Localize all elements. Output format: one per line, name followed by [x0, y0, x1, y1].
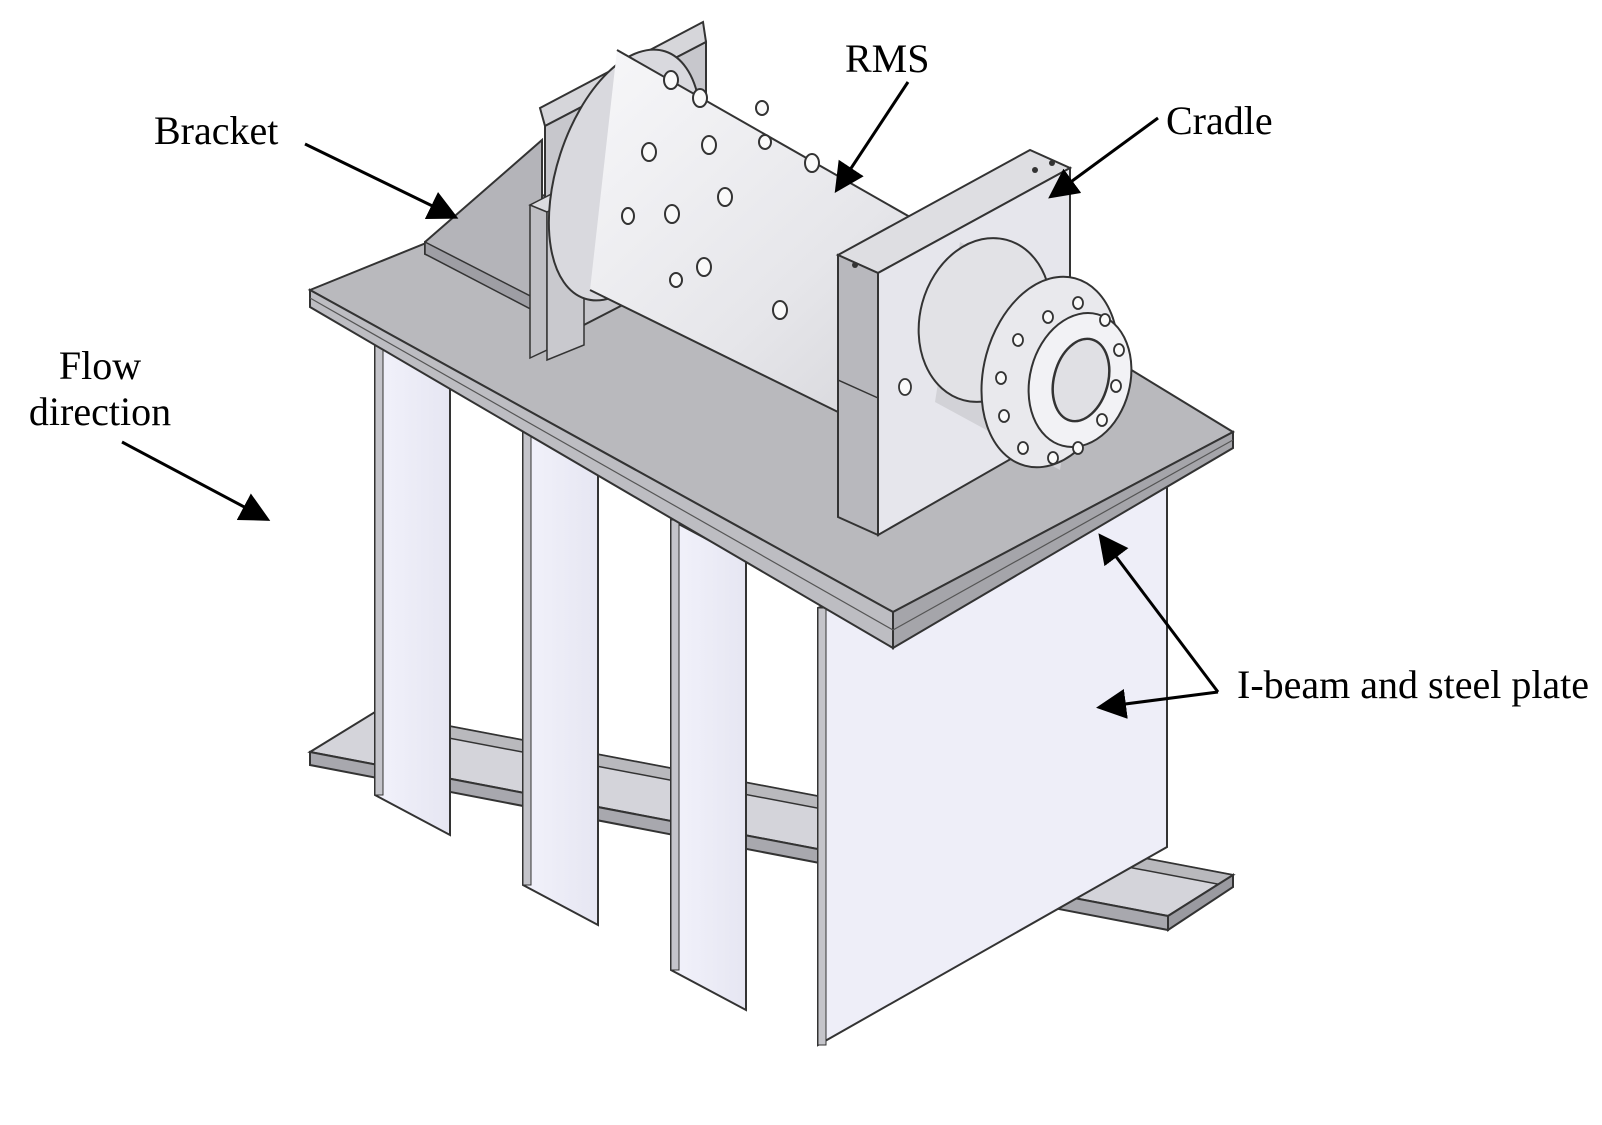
ibeam-arrow-upper	[1098, 533, 1220, 693]
rms-arrow	[834, 81, 910, 194]
annotation-arrows	[121, 81, 1220, 719]
ibeam-arrow-lower	[1096, 689, 1219, 719]
label-bracket: Bracket	[154, 108, 279, 153]
cradle-arrow	[1048, 116, 1159, 199]
label-cradle: Cradle	[1166, 98, 1273, 143]
label-ibeam-steel-plate: I-beam and steel plate	[1237, 662, 1590, 707]
rms-end-flange	[898, 237, 1133, 470]
label-flow-line1: Flow	[58, 343, 142, 388]
bracket-arrow	[304, 142, 459, 219]
label-rms: RMS	[845, 36, 930, 81]
rms-holes	[621, 70, 820, 320]
label-flow-line2: direction	[28, 389, 172, 434]
label-flow-direction: Flow direction	[20, 343, 180, 435]
flange-bolt-holes	[898, 296, 1125, 465]
flow-direction-arrow	[121, 440, 271, 521]
